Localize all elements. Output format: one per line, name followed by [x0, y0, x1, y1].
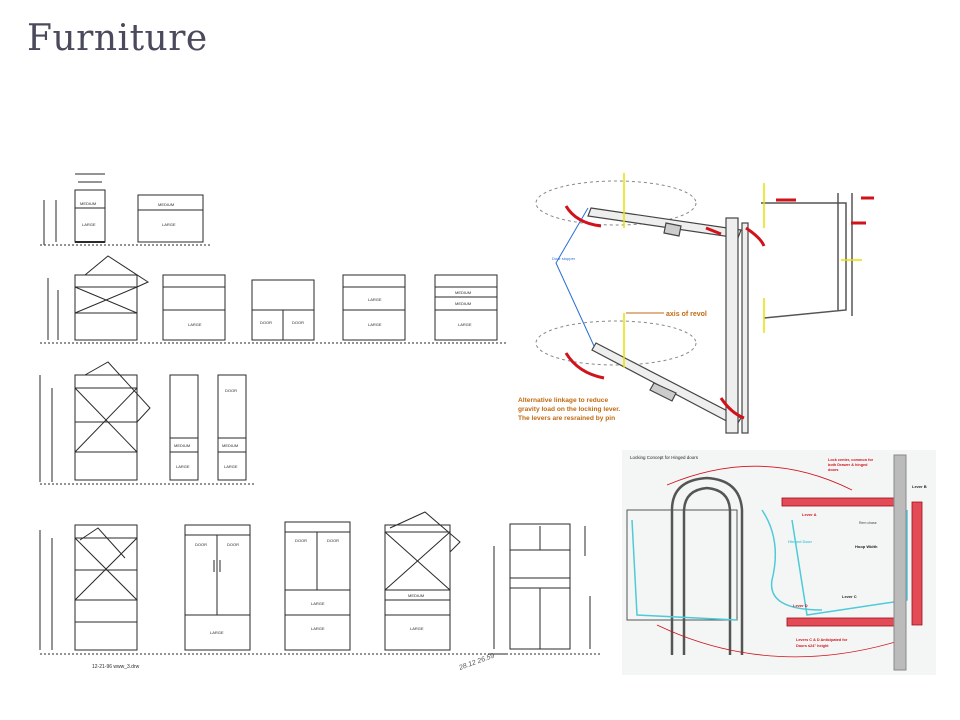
lever-b-label: Lever B — [912, 484, 927, 489]
cabinet-row4-1 — [39, 524, 138, 651]
drawing-footer-code: 12-21-96 www_3.drw — [92, 664, 140, 670]
svg-text:DOOR: DOOR — [327, 538, 339, 543]
lever-d-label: Lever D — [793, 603, 808, 608]
svg-text:DOOR: DOOR — [195, 542, 207, 547]
slide-title: Furniture — [27, 18, 208, 59]
cabinet-tall-right — [490, 523, 600, 655]
linkage-caption-3: The levers are resrained by pin — [518, 415, 615, 422]
svg-text:LARGE: LARGE — [162, 222, 176, 227]
axis-label: axis of revol — [666, 311, 707, 318]
svg-text:LARGE: LARGE — [176, 464, 190, 469]
levers-cd-label-2: Doors ≤24" height — [796, 644, 829, 648]
cabinet-small-1: MEDIUM LARGE — [40, 173, 210, 246]
svg-text:LARGE: LARGE — [210, 630, 224, 635]
svg-text:MEDIUM: MEDIUM — [408, 593, 424, 598]
cabinet-row3-3: DOOR MEDIUM LARGE — [217, 374, 247, 481]
svg-text:DOOR: DOOR — [292, 320, 304, 325]
linkage-caption-1: Alternative linkage to reduce — [518, 397, 608, 404]
cabinet-row2-5: MEDIUM MEDIUM LARGE — [434, 274, 498, 341]
svg-text:LARGE: LARGE — [368, 322, 382, 327]
lock-center-label-2: both Drawer & hinged — [828, 463, 868, 467]
cabinet-row2-3: DOOR DOOR — [251, 279, 315, 341]
locking-concept-drawing: Locking Concept for Hinged doors Lock ce… — [622, 450, 936, 675]
locking-title: Locking Concept for Hinged doors — [630, 455, 699, 460]
svg-text:LARGE: LARGE — [188, 322, 202, 327]
svg-text:MEDIUM: MEDIUM — [158, 202, 174, 207]
levers-cd-label-1: Levers C & D Anticipated for — [796, 638, 848, 642]
cabinet-row2-1 — [47, 255, 150, 341]
cabinet-row3-1 — [39, 361, 151, 482]
cabinet-row2-4: LARGE LARGE — [342, 274, 406, 341]
svg-text:LARGE: LARGE — [458, 322, 472, 327]
linkage-mechanism-drawing: Door stopper axis of revol Alternative l… — [518, 173, 874, 434]
small-note: Rem chase — [859, 521, 877, 525]
door-stopper-label: Door stopper — [552, 256, 576, 261]
linkage-caption-2: gravity load on the locking lever. — [518, 406, 620, 413]
cabinet-row4-4: MEDIUM LARGE — [384, 511, 461, 651]
cabinet-small-2: MEDIUM LARGE — [137, 194, 204, 243]
svg-text:DOOR: DOOR — [227, 542, 239, 547]
svg-text:MEDIUM: MEDIUM — [222, 443, 238, 448]
svg-text:DOOR: DOOR — [225, 388, 237, 393]
lever-c-label: Lever C — [842, 594, 857, 599]
furniture-elevations-drawing: MEDIUM LARGE MEDIUM LARGE LARGE DOOR DOO… — [39, 173, 508, 672]
svg-text:DOOR: DOOR — [295, 538, 307, 543]
svg-text:LARGE: LARGE — [224, 464, 238, 469]
svg-text:MEDIUM: MEDIUM — [455, 290, 471, 295]
cabinet-row3-2: MEDIUM LARGE — [169, 374, 199, 481]
cabinet-row4-3: DOOR DOOR LARGE LARGE — [284, 521, 351, 651]
svg-text:DOOR: DOOR — [260, 320, 272, 325]
lock-center-label-1: Lock center, common for — [828, 458, 874, 462]
svg-text:MEDIUM: MEDIUM — [80, 201, 96, 206]
cabinet-row2-2: LARGE — [162, 274, 226, 341]
svg-text:MEDIUM: MEDIUM — [174, 443, 190, 448]
hinged-door-label: Hinged Door — [788, 539, 812, 544]
svg-text:MEDIUM: MEDIUM — [455, 301, 471, 306]
svg-text:LARGE: LARGE — [368, 297, 382, 302]
svg-text:LARGE: LARGE — [82, 222, 96, 227]
lock-center-label-3: doors — [828, 468, 839, 472]
svg-text:LARGE: LARGE — [311, 626, 325, 631]
lever-a-label: Lever A — [802, 512, 817, 517]
hoop-width-label: Hoop Width — [855, 544, 878, 549]
svg-text:LARGE: LARGE — [410, 626, 424, 631]
svg-text:LARGE: LARGE — [311, 601, 325, 606]
cabinet-row4-2: DOOR DOOR LARGE — [184, 524, 251, 651]
